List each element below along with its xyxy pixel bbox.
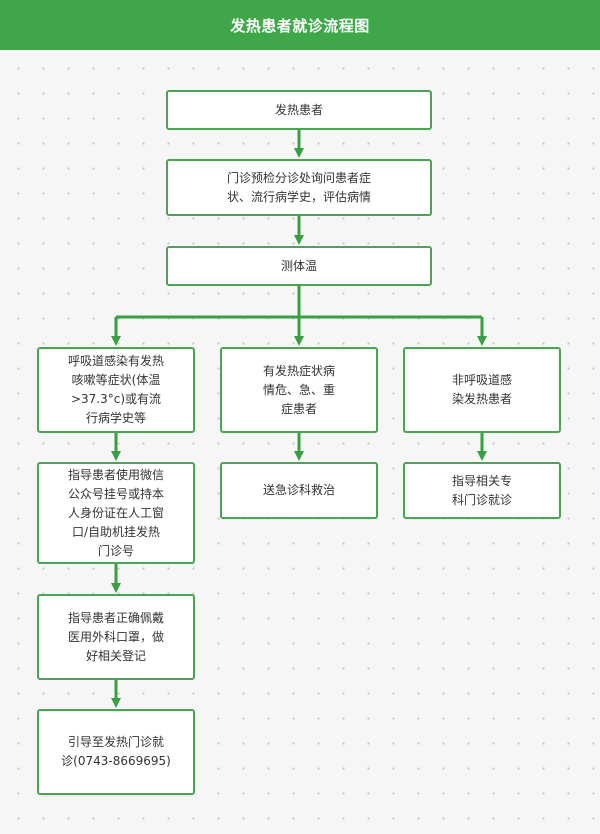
node-fever-patient: 发热患者 xyxy=(166,90,432,130)
node-emergency-treatment: 送急诊科救治 xyxy=(220,462,378,519)
node-precheck-triage: 门诊预检分诊处询问患者症 状、流行病学史，评估病情 xyxy=(166,159,432,216)
node-specialist-referral: 指导相关专 科门诊就诊 xyxy=(403,462,561,519)
node-mask-guidance: 指导患者正确佩戴 医用外科口罩，做 好相关登记 xyxy=(37,594,195,680)
node-non-respiratory-fever: 非呼吸道感 染发热患者 xyxy=(403,347,561,433)
node-measure-temperature: 测体温 xyxy=(166,246,432,286)
node-register-guidance: 指导患者使用微信 公众号挂号或持本 人身份证在人工窗 口/自助机挂发热 门诊号 xyxy=(37,462,195,564)
node-fever-clinic-guide: 引导至发热门诊就 诊(0743-8669695) xyxy=(37,709,195,795)
page-title: 发热患者就诊流程图 xyxy=(0,0,600,50)
node-severe-case: 有发热症状病 情危、急、重 症患者 xyxy=(220,347,378,433)
node-respiratory-symptoms: 呼吸道感染有发热 咳嗽等症状(体温 >37.3°c)或有流 行病学史等 xyxy=(37,347,195,433)
